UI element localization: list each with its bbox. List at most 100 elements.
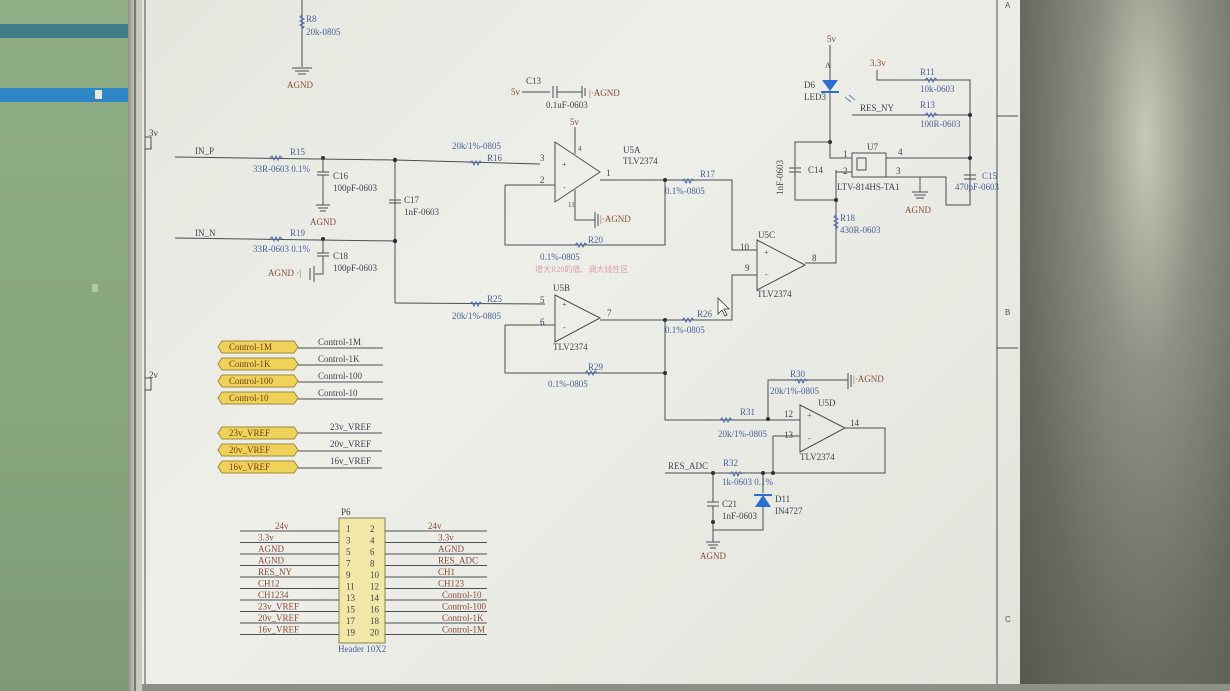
svg-text:A: A (825, 61, 831, 70)
svg-text:U5D: U5D (818, 398, 836, 408)
header-pin-left: 15 (346, 605, 356, 615)
header-pin-left: 3 (346, 536, 351, 546)
opamp-u5a[interactable]: +- 5v 3 2 1 4 11 U5A TLV2374 |·AGND R17 … (504, 117, 757, 274)
svg-text:1: 1 (843, 149, 848, 159)
svg-text:3: 3 (896, 166, 901, 176)
svg-text:|·AGND: |·AGND (853, 374, 884, 384)
svg-text:10: 10 (740, 242, 750, 252)
adc-protection-circuit[interactable]: RES_ADC R32 1k-0603 0.1% D11 IN4727 C21 … (665, 458, 803, 561)
svg-text:C13: C13 (526, 76, 542, 86)
header-net-left: AGND (258, 544, 284, 554)
svg-text:RES_ADC: RES_ADC (668, 461, 708, 471)
svg-text:Header 10X2: Header 10X2 (338, 644, 386, 654)
svg-text:12: 12 (784, 409, 793, 419)
svg-text:U5A: U5A (623, 145, 641, 155)
header-pin-right: 14 (370, 593, 380, 603)
opamp-u5c[interactable]: +- 10 9 8 U5C TLV2374 R18 430R-0603 (740, 170, 881, 299)
header-net-right: Control-1K (442, 613, 484, 623)
svg-text:16v_VREF: 16v_VREF (330, 456, 371, 466)
panel-splitter[interactable] (128, 0, 142, 691)
svg-text:C21: C21 (722, 499, 737, 509)
svg-text:Control-10: Control-10 (229, 393, 269, 403)
header-pin-right: 18 (370, 616, 380, 626)
net-in-p: IN_P (195, 146, 214, 156)
svg-text:AGND: AGND (905, 205, 931, 215)
svg-text:Control-1K: Control-1K (229, 359, 271, 369)
project-panel (0, 0, 130, 691)
header-pin-left: 11 (346, 582, 355, 592)
svg-text:3: 3 (540, 153, 545, 163)
svg-text:0.1%-0805: 0.1%-0805 (548, 379, 588, 389)
svg-text:AGND ·|: AGND ·| (268, 268, 301, 278)
input-network[interactable]: IN_P IN_N R15 33R-0603 0.1% C16 100pF-06… (174, 141, 546, 321)
header-net-left: 20v_VREF (258, 613, 299, 623)
svg-text:TLV2374: TLV2374 (553, 342, 588, 352)
svg-text:C16: C16 (333, 171, 349, 181)
svg-text:R31: R31 (740, 407, 755, 417)
svg-text:R26: R26 (697, 309, 713, 319)
svg-text:D11: D11 (775, 494, 790, 504)
opamp-u5b[interactable]: +- 5 6 7 U5B TLV2374 R26 0.1%-0805 R29 0… (504, 274, 757, 389)
header-net-left: 24v (275, 521, 289, 531)
header-pin-right: 8 (370, 559, 375, 569)
resistor-r8[interactable]: R8 20k-0805 AGND (287, 0, 341, 90)
header-pin-left: 5 (346, 547, 351, 557)
svg-text:R25: R25 (487, 294, 503, 304)
header-net-right: 24v (428, 521, 442, 531)
svg-text:10k-0603: 10k-0603 (920, 84, 955, 94)
svg-text:R18: R18 (840, 213, 856, 223)
power-marker-3v: 3v (149, 128, 159, 138)
svg-text:+: + (764, 248, 769, 257)
header-pin-right: 2 (370, 524, 375, 534)
svg-text:5v: 5v (827, 34, 837, 44)
svg-text:0.1%-0805: 0.1%-0805 (540, 252, 580, 262)
mouse-cursor-icon (717, 297, 730, 317)
svg-text:23v_VREF: 23v_VREF (229, 428, 270, 438)
svg-text:2: 2 (843, 166, 848, 176)
svg-text:-: - (563, 183, 566, 192)
svg-text:11: 11 (568, 201, 575, 209)
header-pin-left: 19 (346, 628, 356, 638)
svg-text:100pF-0603: 100pF-0603 (333, 263, 378, 273)
panel-item-selected[interactable] (0, 24, 128, 38)
svg-text:20k/1%-0805: 20k/1%-0805 (770, 386, 819, 396)
capacitor-c13[interactable]: 5v C13 0.1uF-0603 |·AGND (511, 76, 620, 110)
header-net-right: 3.3v (438, 533, 454, 543)
svg-text:C14: C14 (808, 165, 824, 175)
opamp-u5d[interactable]: +- 12 13 14 U5D TLV2374 R30 20k/1%-0805 … (663, 320, 886, 474)
svg-text:D6: D6 (804, 80, 815, 90)
header-net-right: AGND (438, 544, 464, 554)
svg-text:R30: R30 (790, 369, 806, 379)
svg-text:U5B: U5B (553, 283, 570, 293)
optocoupler-circuit[interactable]: 5v A D6 LED3 C14 1nF-0603 U7 1 2 4 3 LTV… (775, 34, 1000, 215)
svg-text:P6: P6 (341, 507, 351, 517)
svg-text:20k/1%-0805: 20k/1%-0805 (452, 311, 501, 321)
svg-text:5v: 5v (570, 117, 580, 127)
svg-text:IN4727: IN4727 (775, 506, 803, 516)
status-strip (142, 684, 1230, 691)
svg-text:9: 9 (745, 263, 750, 273)
svg-text:Control-1M: Control-1M (318, 337, 361, 347)
svg-text:TLV2374: TLV2374 (757, 289, 792, 299)
svg-text:|·AGND: |·AGND (589, 88, 620, 98)
svg-text:1nF-0603: 1nF-0603 (775, 159, 785, 195)
header-net-right: CH123 (438, 579, 465, 589)
svg-text:Control-100: Control-100 (318, 371, 362, 381)
svg-text:R20: R20 (588, 235, 604, 245)
svg-text:-: - (808, 434, 811, 443)
header-net-right: RES_ADC (438, 556, 478, 566)
zone-marker-c: C (1005, 615, 1011, 624)
svg-text:4: 4 (578, 145, 582, 153)
svg-text:Control-100: Control-100 (229, 376, 273, 386)
header-pin-left: 7 (346, 559, 351, 569)
svg-text:Control-10: Control-10 (318, 388, 358, 398)
svg-text:R19: R19 (290, 228, 306, 238)
header-net-left: 16v_VREF (258, 625, 299, 635)
